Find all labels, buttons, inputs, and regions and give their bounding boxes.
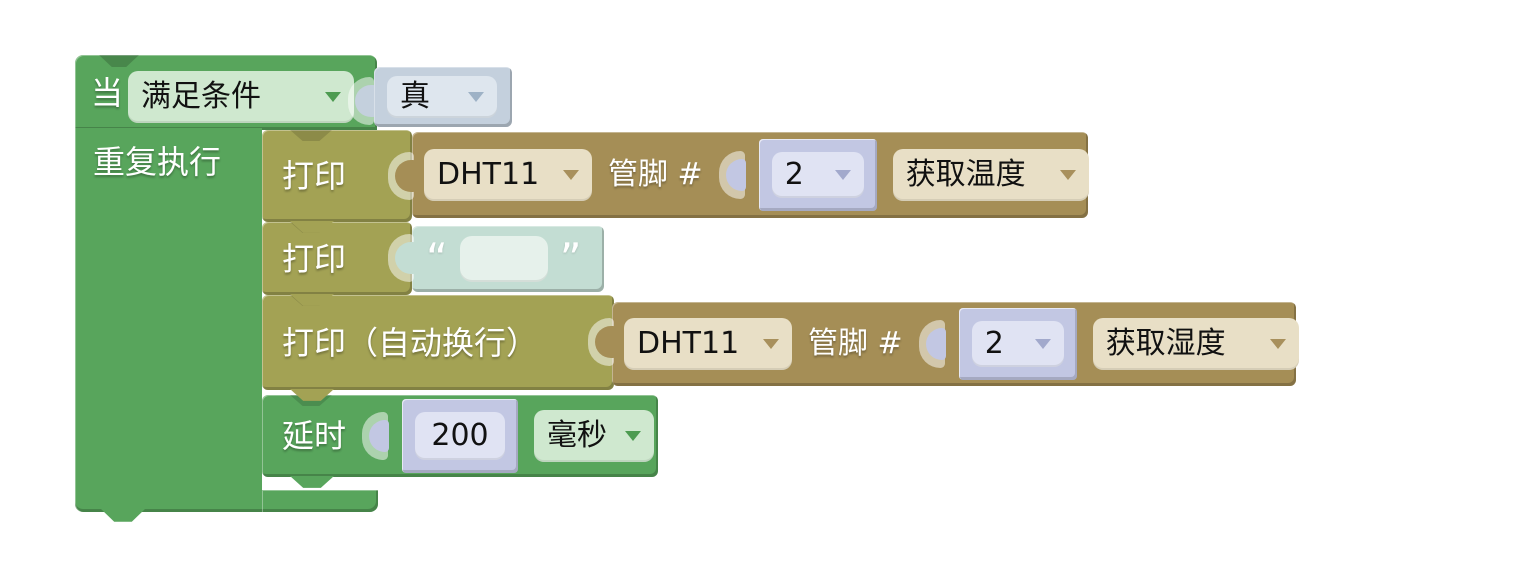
chevron-down-icon: [1269, 339, 1286, 349]
chevron-down-icon: [763, 339, 779, 349]
condition-dropdown[interactable]: 满足条件: [128, 71, 354, 123]
condition-dropdown-value: 满足条件: [141, 79, 261, 114]
when-label: 当: [91, 73, 124, 112]
value-socket: [718, 151, 746, 199]
chevron-down-icon: [625, 431, 642, 441]
pin-number-block[interactable]: 2: [758, 139, 877, 211]
delay-unit-value: 毫秒: [547, 418, 608, 453]
close-quote: ”: [559, 234, 582, 283]
value-socket: [588, 318, 617, 366]
string-input[interactable]: [459, 236, 548, 282]
top-notch: [290, 130, 332, 141]
print-newline-block[interactable]: 打印（自动换行）: [262, 295, 614, 401]
sensor-type-dropdown[interactable]: DHT11: [424, 149, 592, 201]
pin-number-value: 2: [984, 326, 1004, 361]
bottom-tab: [290, 476, 334, 488]
pin-number-dropdown[interactable]: 2: [971, 321, 1064, 367]
sensor-reading-value: 获取湿度: [1105, 326, 1226, 361]
print-block-1[interactable]: 打印: [262, 130, 412, 233]
pin-number-block[interactable]: 2: [958, 308, 1077, 380]
pin-number-value: 2: [784, 157, 804, 192]
delay-number-input[interactable]: 200: [415, 412, 506, 460]
dht11-sensor-block-2[interactable]: DHT11 管脚 # 2 获取湿度: [612, 302, 1299, 386]
pin-label: 管脚 #: [808, 326, 903, 361]
chevron-down-icon: [1059, 170, 1076, 180]
sensor-reading-dropdown[interactable]: 获取湿度: [1092, 318, 1299, 370]
delay-number-value: 200: [431, 418, 489, 453]
top-notch: [99, 55, 139, 67]
bottom-tab: [290, 294, 334, 306]
chevron-down-icon: [834, 170, 851, 180]
string-block[interactable]: “ ”: [412, 226, 604, 292]
while-loop-block-body[interactable]: 重复执行: [75, 128, 262, 512]
sensor-reading-dropdown[interactable]: 获取温度: [892, 149, 1089, 201]
pin-number-dropdown[interactable]: 2: [771, 152, 864, 198]
while-loop-block-bottom[interactable]: [262, 490, 378, 512]
sensor-type-dropdown[interactable]: DHT11: [624, 318, 792, 370]
print-label: 打印: [282, 239, 347, 278]
chevron-down-icon: [325, 92, 341, 102]
value-socket: [348, 77, 377, 125]
chevron-down-icon: [1034, 339, 1051, 349]
chevron-down-icon: [468, 92, 484, 102]
bottom-tab: [101, 509, 145, 522]
dht11-sensor-block-1[interactable]: DHT11 管脚 # 2 获取温度: [412, 132, 1089, 218]
value-socket: [388, 152, 417, 200]
sensor-type-value: DHT11: [637, 326, 740, 361]
delay-label: 延时: [282, 417, 347, 455]
pin-label: 管脚 #: [608, 157, 703, 192]
value-socket: [362, 412, 390, 460]
value-socket: [388, 234, 417, 282]
bottom-tab: [290, 221, 334, 233]
delay-block[interactable]: 延时 200 毫秒: [262, 395, 658, 488]
print-newline-label: 打印（自动换行）: [282, 323, 539, 362]
repeat-label: 重复执行: [93, 143, 222, 181]
open-quote: “: [426, 234, 448, 283]
bottom-tab: [290, 389, 334, 401]
boolean-dropdown-value: 真: [400, 79, 430, 114]
delay-unit-dropdown[interactable]: 毫秒: [534, 410, 655, 462]
delay-number-block[interactable]: 200: [402, 399, 519, 473]
boolean-dropdown[interactable]: 真: [387, 76, 497, 118]
sensor-type-value: DHT11: [437, 157, 540, 192]
print-label: 打印: [282, 157, 347, 195]
value-socket: [918, 320, 946, 368]
sensor-reading-value: 获取温度: [905, 157, 1026, 192]
boolean-true-block[interactable]: 真: [374, 67, 512, 127]
chevron-down-icon: [563, 170, 579, 180]
